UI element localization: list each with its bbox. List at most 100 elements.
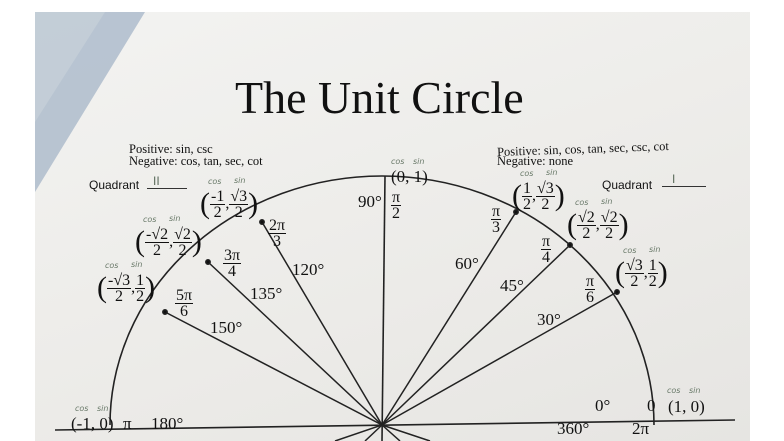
denominator: 2 (630, 272, 639, 290)
denominator: 2 (178, 241, 187, 259)
point-neg1-0: (-1, 0) (71, 414, 114, 433)
page-title: The Unit Circle (235, 72, 524, 123)
denominator: 4 (542, 249, 551, 266)
comma: , (225, 195, 230, 212)
angle-360-deg: 360° (557, 419, 590, 438)
handwritten-sin: sin (97, 404, 109, 413)
quadrant-ii-handwritten: II (147, 174, 187, 189)
paren-open: ( (512, 179, 522, 212)
comma: , (131, 279, 136, 296)
paren-close: ) (145, 271, 156, 304)
numerator: -√3 (107, 271, 132, 289)
comma: , (169, 233, 174, 250)
quadrant-ii-label: Quadrant (89, 178, 140, 192)
angle-0-rad: 0 (647, 396, 656, 415)
circle-point (567, 242, 573, 248)
degree-label: 135° (250, 284, 283, 303)
denominator: 2 (153, 241, 162, 259)
lower-ray (364, 424, 383, 441)
denominator: 4 (228, 263, 237, 280)
handwritten-sin: sin (234, 176, 246, 185)
numerator: √3 (536, 179, 555, 197)
numerator: √3 (625, 256, 644, 274)
paren-close: ) (618, 208, 629, 241)
numerator: √3 (229, 187, 249, 205)
degree-label: 60° (455, 254, 479, 273)
handwritten-sin: sin (169, 214, 181, 223)
worksheet-photo: The Unit Circle Positive: sin, csc Negat… (35, 12, 750, 441)
paren-open: ( (135, 225, 145, 258)
degree-label: 120° (292, 260, 325, 279)
x-axis (54, 419, 736, 431)
lower-ray (381, 424, 401, 441)
ray-150-deg (164, 311, 383, 426)
numerator: π (491, 203, 502, 220)
paren-close: ) (191, 225, 202, 258)
ray-135-deg (207, 261, 383, 426)
paren-close: ) (554, 179, 565, 212)
numerator: π (585, 273, 596, 290)
handwritten-cos: cos (520, 169, 534, 178)
quadrant-ii-negative: Negative: cos, tan, sec, cot (129, 154, 263, 168)
denominator: 6 (586, 289, 595, 306)
paren-open: ( (97, 271, 107, 304)
paren-close: ) (657, 256, 668, 289)
numerator: -1 (210, 187, 226, 205)
denominator: 3 (492, 219, 501, 236)
degree-label: 30° (537, 310, 561, 329)
handwritten-sin: sin (131, 260, 143, 269)
unit-circle-arc (109, 175, 655, 426)
ray-60-deg (381, 211, 517, 426)
handwritten-cos: cos (105, 261, 119, 270)
degree-label: 150° (210, 318, 243, 337)
comma: , (595, 216, 600, 233)
numerator: 2π (268, 217, 287, 234)
denominator: 2 (582, 224, 591, 242)
circle-point (259, 219, 265, 225)
denominator: 2 (605, 224, 614, 242)
circle-point (205, 259, 211, 265)
handwritten-sin: sin (649, 245, 661, 254)
circle-point (162, 309, 168, 315)
comma: , (643, 264, 648, 281)
paren-close: ) (248, 187, 259, 220)
numerator: π (541, 233, 552, 250)
numerator: √2 (577, 208, 596, 226)
circle-point (614, 289, 620, 295)
numerator: 5π (175, 287, 194, 304)
lower-ray (334, 424, 383, 441)
handwritten-cos: cos (667, 386, 681, 395)
denominator: 2 (541, 195, 550, 213)
paren-open: ( (567, 208, 577, 241)
quadrant-i-label: Quadrant (602, 178, 653, 192)
degree-label: 45° (500, 276, 524, 295)
quadrant-i-negative: Negative: none (497, 154, 574, 168)
numerator: √2 (173, 225, 192, 243)
numerator: -√2 (145, 225, 170, 243)
y-axis (381, 175, 386, 441)
handwritten-cos: cos (575, 198, 589, 207)
paren-open: ( (200, 187, 210, 220)
angle-90-deg: 90° (358, 192, 382, 211)
handwritten-sin: sin (689, 386, 701, 395)
handwritten-cos: cos (208, 177, 222, 186)
denominator: 2 (523, 195, 531, 213)
circle-point (513, 209, 519, 215)
numerator: 1 (135, 271, 146, 289)
handwritten-sin: sin (546, 168, 558, 177)
denominator: 6 (180, 303, 189, 320)
